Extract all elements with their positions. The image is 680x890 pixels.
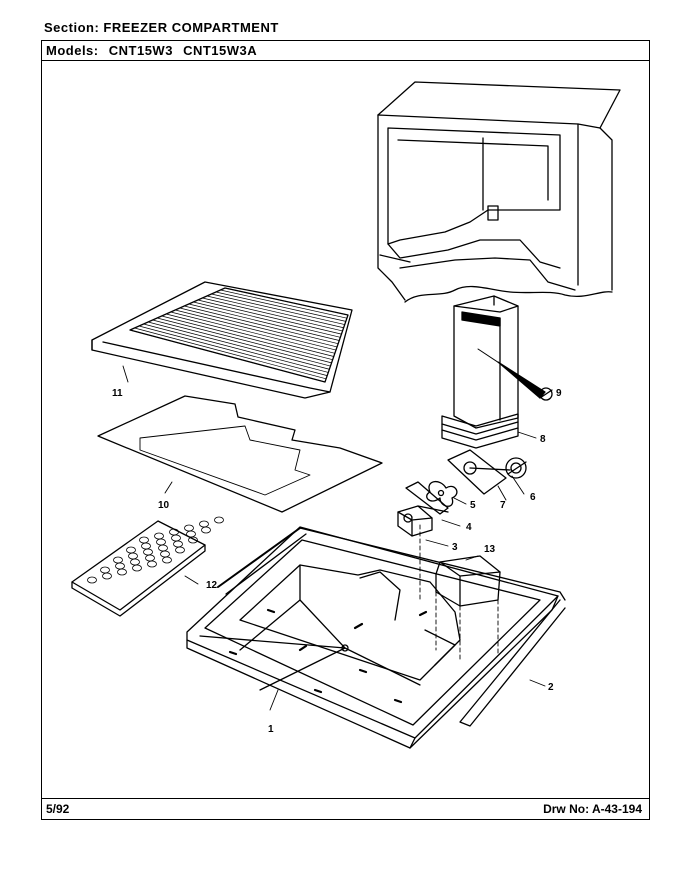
callout-number: 13 xyxy=(484,544,496,555)
callout-number: 10 xyxy=(158,500,170,511)
fan-bracket-part xyxy=(447,449,511,495)
models-heading: Models: CNT15W3 CNT15W3A xyxy=(46,43,257,58)
models-label: Models: xyxy=(46,43,99,58)
callout-number: 12 xyxy=(206,580,218,591)
callout-leaders xyxy=(122,365,546,711)
callout-number: 7 xyxy=(500,500,506,511)
footer-divider xyxy=(41,798,650,799)
revision-date: 5/92 xyxy=(46,802,70,816)
callout-number: 3 xyxy=(452,542,458,553)
drawing-label: Drw No: xyxy=(543,802,590,816)
section-label: Section: xyxy=(44,20,100,35)
header-divider xyxy=(41,60,650,61)
trim-rod-part xyxy=(217,527,566,727)
drawing-number: Drw No: A-43-194 xyxy=(543,802,642,816)
section-value: FREEZER COMPARTMENT xyxy=(103,20,279,35)
wire-shelf-part xyxy=(91,281,353,399)
callout-number: 5 xyxy=(470,500,476,511)
model-number: CNT15W3A xyxy=(183,43,258,58)
callout-number: 2 xyxy=(548,682,554,693)
screw-part xyxy=(477,348,553,401)
ice-tray-part xyxy=(71,516,224,617)
model-number: CNT15W3 xyxy=(108,43,173,58)
liner-assembly-part xyxy=(186,526,559,749)
callout-number: 8 xyxy=(540,434,546,445)
cover-panel-part xyxy=(97,395,383,513)
callout-number: 11 xyxy=(112,388,123,399)
callout-number: 9 xyxy=(556,388,562,399)
grommet-part xyxy=(505,457,527,479)
callout-number: 4 xyxy=(466,522,472,533)
section-heading: Section: FREEZER COMPARTMENT xyxy=(44,20,279,35)
assembly-leader-lines xyxy=(419,524,499,661)
fan-blade-part xyxy=(405,481,458,515)
drawing-frame xyxy=(41,40,650,820)
callout-number: 1 xyxy=(268,724,274,735)
cabinet-illustration xyxy=(377,81,621,303)
callout-number: 6 xyxy=(530,492,536,503)
evaporator-cover-part xyxy=(441,295,519,449)
drawing-number-value: A-43-194 xyxy=(591,802,642,816)
fan-motor-part xyxy=(397,505,449,537)
